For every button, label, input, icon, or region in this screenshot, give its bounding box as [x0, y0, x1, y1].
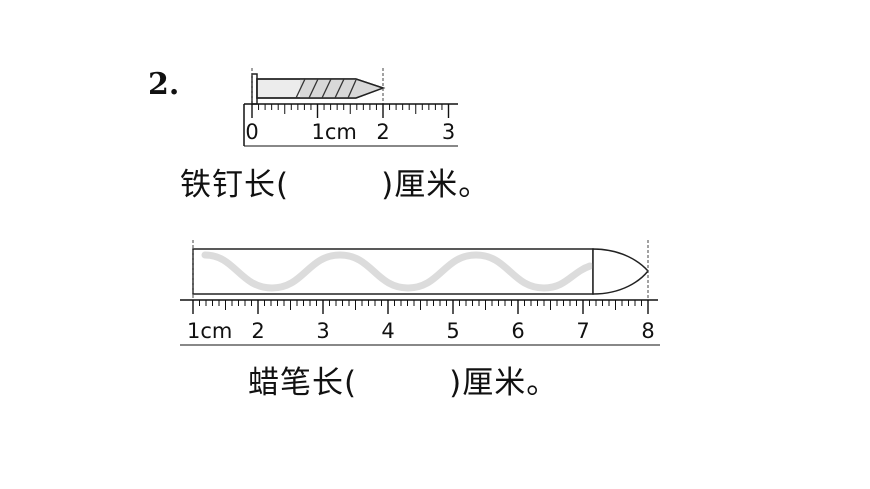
ruler-1-label: 1cm [312, 120, 357, 144]
ruler-2-label: 3 [316, 319, 329, 343]
ruler-2-label: 1cm [187, 319, 232, 343]
ruler-2: 1cm 2 3 4 5 6 7 8 [180, 299, 660, 346]
ruler-1-label: 2 [376, 120, 389, 144]
nail-question: 铁钉长 ( ) 厘米。 [180, 170, 490, 201]
nail-label: 铁钉长 [180, 167, 276, 203]
ruler-2-label: 5 [446, 319, 459, 343]
nail-unit: 厘米。 [394, 167, 491, 203]
ruler-2-label: 8 [641, 319, 654, 343]
ruler-1: 0 1cm 2 3 [243, 103, 458, 147]
crayon-icon [192, 248, 649, 295]
ruler-2-label: 4 [381, 319, 394, 343]
nail-icon [251, 73, 386, 105]
crayon-question: 蜡笔长 ( ) 厘米。 [248, 368, 558, 399]
question-number: 2. [148, 67, 180, 102]
crayon-close-paren: ) [449, 365, 463, 401]
ruler-2-label: 2 [251, 319, 264, 343]
crayon-label: 蜡笔长 [248, 365, 344, 401]
ruler-1-label: 0 [245, 120, 258, 144]
crayon-unit: 厘米。 [462, 365, 559, 401]
ruler-2-label: 6 [511, 319, 524, 343]
crayon-open-paren: ( [344, 365, 358, 401]
ruler-1-label: 3 [442, 120, 455, 144]
ruler-2-label: 7 [576, 319, 589, 343]
nail-close-paren: ) [381, 167, 395, 203]
nail-open-paren: ( [276, 167, 290, 203]
